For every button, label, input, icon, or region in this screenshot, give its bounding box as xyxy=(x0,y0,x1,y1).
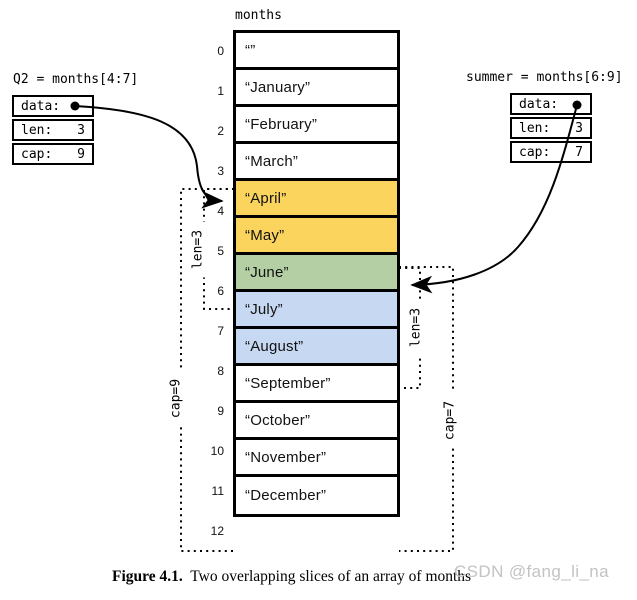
summer-data-row: data: xyxy=(510,93,592,115)
array-cell: “September” xyxy=(236,366,397,403)
array-index-label: 7 xyxy=(217,324,224,338)
array-index-label: 11 xyxy=(211,484,224,498)
summer-len-row: len: 3 xyxy=(510,117,592,139)
figure-caption-number: Figure 4.1. xyxy=(112,568,183,585)
field-name: data: xyxy=(519,96,559,112)
array-index-label: 10 xyxy=(210,444,224,458)
array-index-label: 1 xyxy=(217,84,224,98)
q2-slice-label: Q2 = months[4:7] xyxy=(13,72,139,87)
q2-data-pointer-arrow xyxy=(74,105,224,209)
field-name: cap: xyxy=(21,146,53,162)
figure-caption-text: Two overlapping slices of an array of mo… xyxy=(190,568,472,585)
q2-len-row: len: 3 xyxy=(12,119,94,141)
array-index-label: 12 xyxy=(210,524,224,538)
array-cell: “November” xyxy=(236,440,397,477)
field-name: len: xyxy=(519,120,551,136)
array-cell: “December” xyxy=(236,477,397,514)
array-index-label: 0 xyxy=(217,44,224,58)
array-index-label: 6 xyxy=(217,284,224,298)
summer-slice-box: data: len: 3 cap: 7 xyxy=(510,93,592,163)
array-title: months xyxy=(235,8,282,23)
cap9-label: cap=9 xyxy=(167,370,185,427)
array-index-label: 4 xyxy=(217,204,224,218)
array-cell: “April” xyxy=(236,181,397,218)
array-cell: “February” xyxy=(236,107,397,144)
field-value: 3 xyxy=(77,122,85,138)
cap7-label: cap=7 xyxy=(441,392,459,449)
summer-cap-row: cap: 7 xyxy=(510,141,592,163)
array-cell: “October” xyxy=(236,403,397,440)
array-cell: “July” xyxy=(236,292,397,329)
field-name: len: xyxy=(21,122,53,138)
array-cell: “March” xyxy=(236,144,397,181)
array-index-label: 9 xyxy=(217,404,224,418)
field-value: 9 xyxy=(77,146,85,162)
array-cell: “” xyxy=(236,33,397,70)
summer-slice-label: summer = months[6:9] xyxy=(466,70,623,85)
months-array: “”“January”“February”“March”“April”“May”… xyxy=(233,30,400,517)
array-index-label: 3 xyxy=(217,164,224,178)
figure-caption: Figure 4.1. Two overlapping slices of an… xyxy=(112,568,471,586)
field-value: 3 xyxy=(575,120,583,136)
array-cell: “August” xyxy=(236,329,397,366)
q2-data-row: data: xyxy=(12,95,94,117)
array-index-label: 2 xyxy=(217,124,224,138)
array-cell: “June” xyxy=(236,255,397,292)
array-cell: “January” xyxy=(236,70,397,107)
field-value: 7 xyxy=(575,144,583,160)
array-index-label: 8 xyxy=(217,364,224,378)
len3-right-label: len=3 xyxy=(407,299,425,356)
field-name: cap: xyxy=(519,144,551,160)
q2-cap-row: cap: 9 xyxy=(12,143,94,165)
field-name: data: xyxy=(21,98,61,114)
q2-slice-box: data: len: 3 cap: 9 xyxy=(12,95,94,165)
watermark: CSDN @fang_li_na xyxy=(454,562,610,581)
len3-left-label: len=3 xyxy=(189,221,207,278)
array-cell: “May” xyxy=(236,218,397,255)
